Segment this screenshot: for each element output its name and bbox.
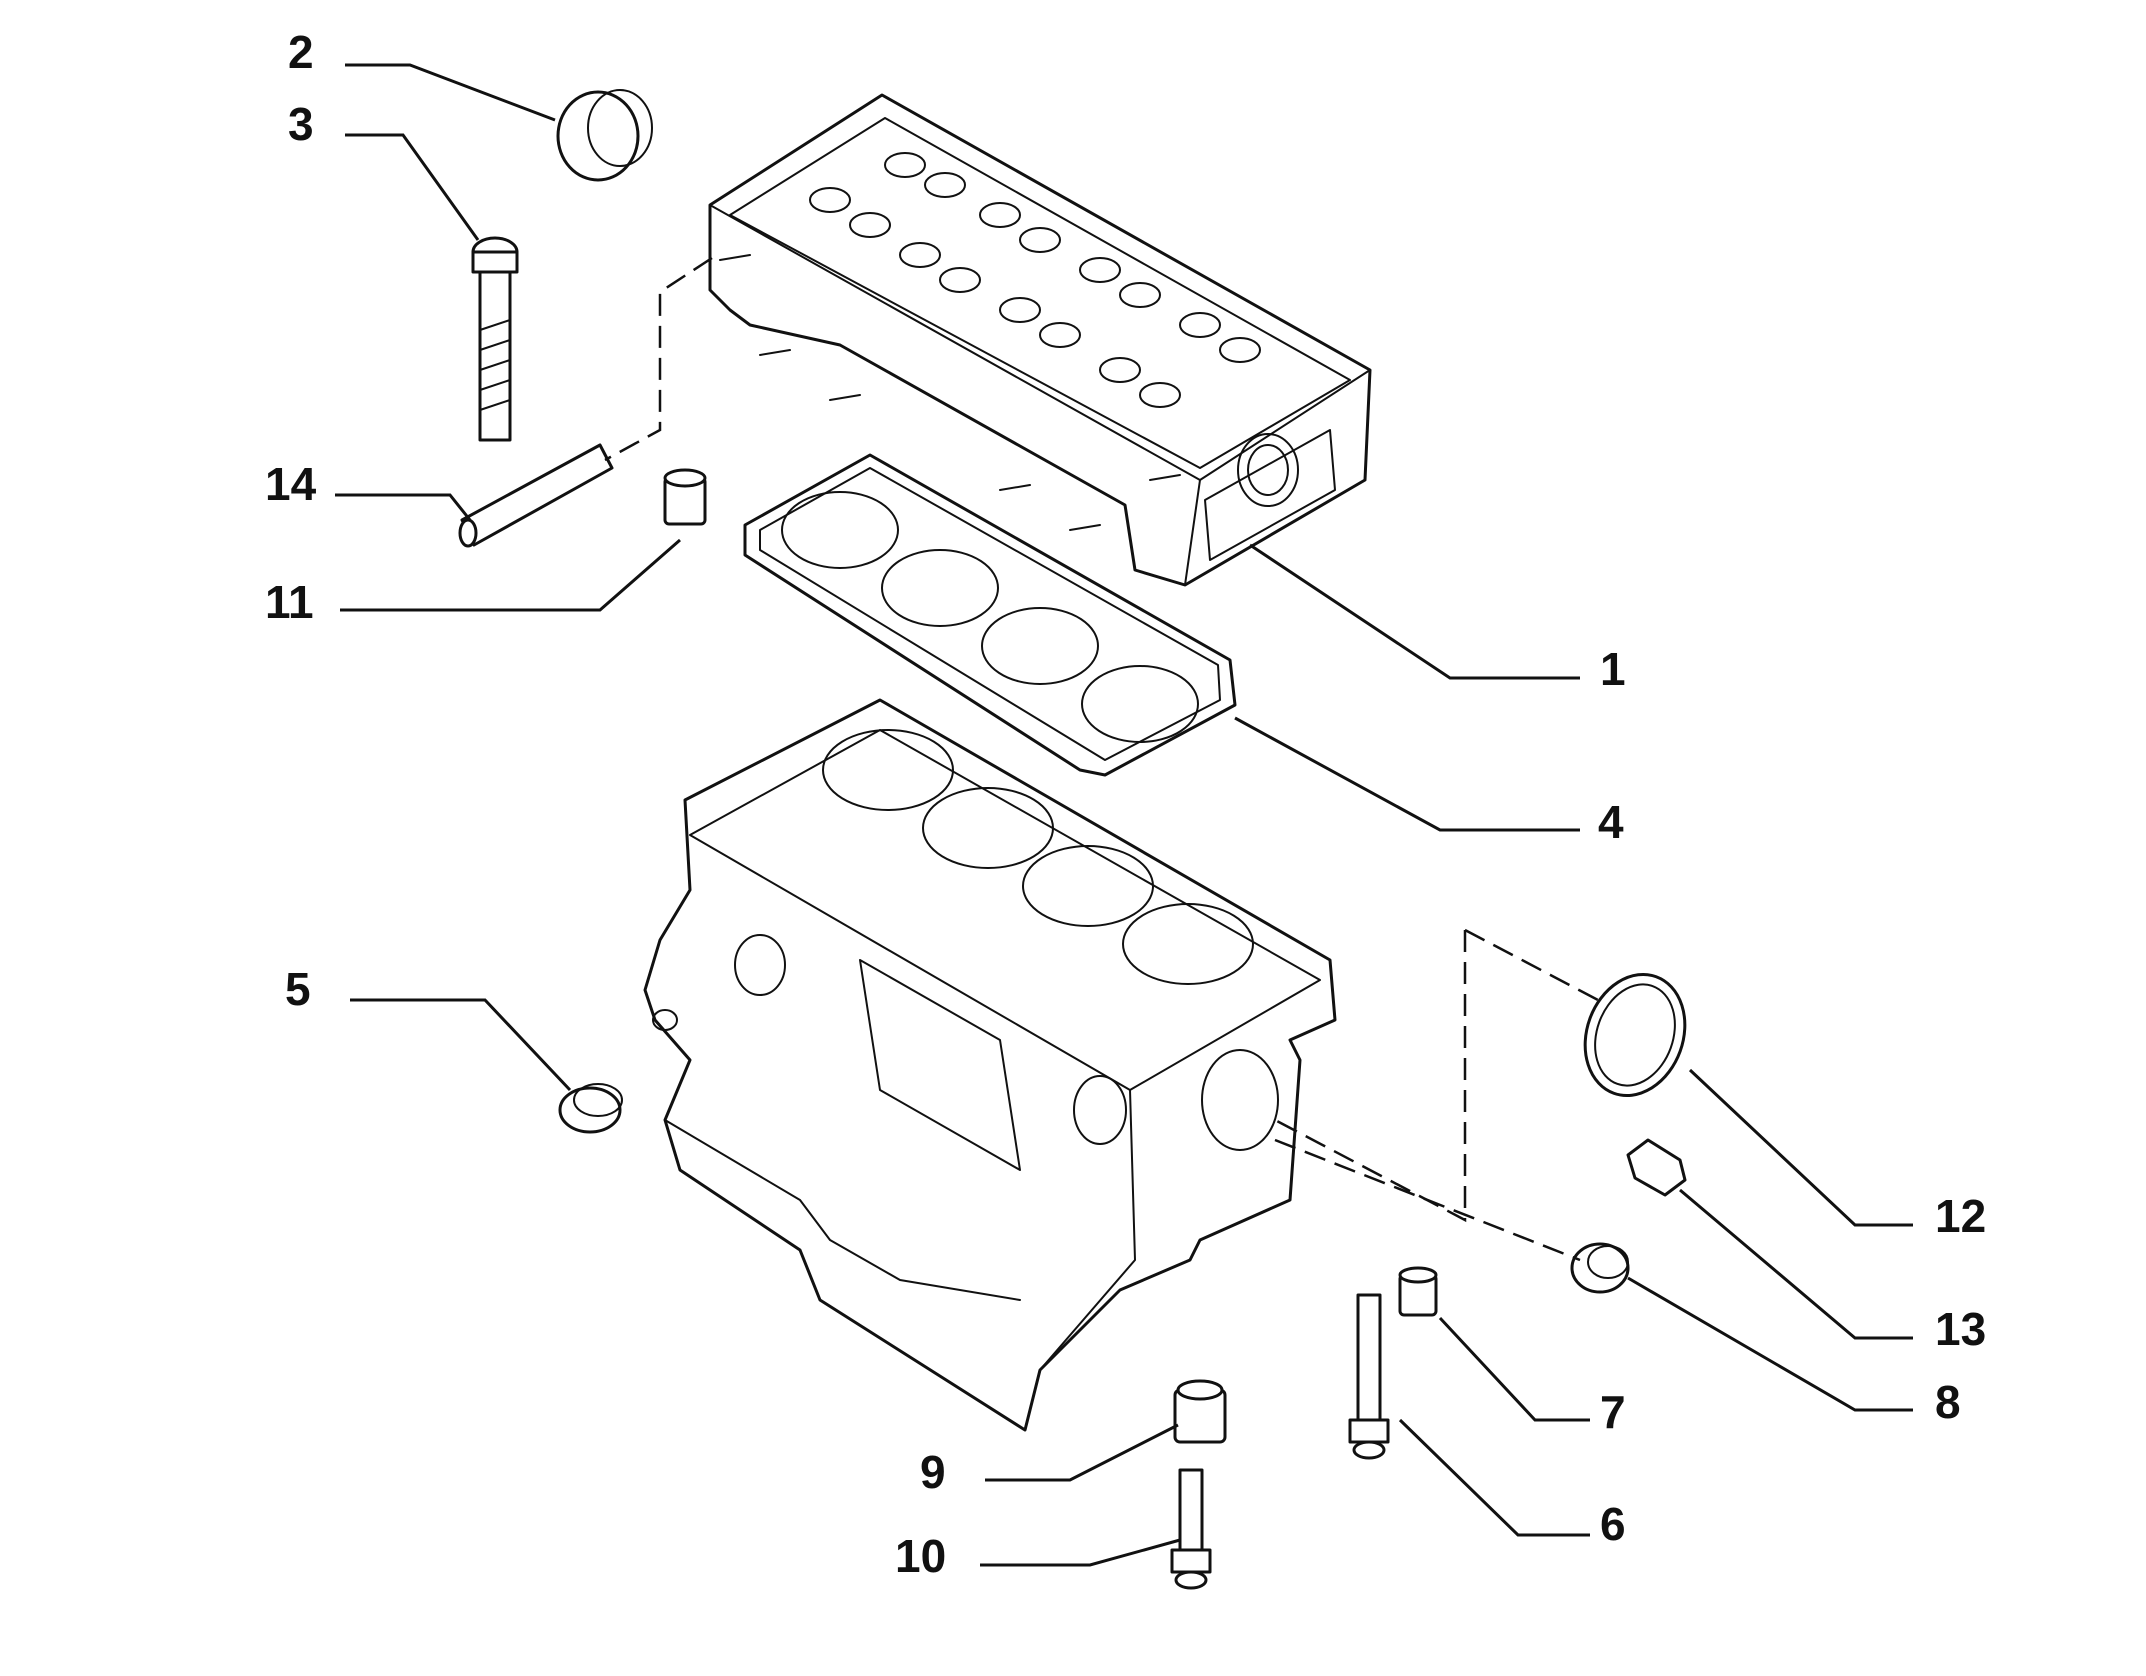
part-9-dowel: [1173, 1379, 1227, 1444]
assembly-lines: [604, 256, 1599, 1262]
callout-labels: 2 3 14 11 1 4 5 12 13 8 7 6 9 10: [265, 26, 1986, 1582]
part-3-head-bolt: [471, 236, 519, 442]
cylinder-head: [708, 93, 1372, 587]
callout-8: 8: [1935, 1376, 1961, 1428]
head-gasket: [743, 453, 1237, 777]
part-10-bolt: [1170, 1468, 1212, 1590]
part-6-bolt: [1348, 1293, 1390, 1460]
part-13-plug: [1626, 1138, 1687, 1197]
callout-11: 11: [265, 576, 314, 628]
part-14-stud: [458, 443, 614, 548]
callout-10: 10: [895, 1530, 946, 1582]
part-8-plug: [1570, 1242, 1630, 1294]
part-5-plug: [558, 1083, 623, 1134]
callout-12: 12: [1935, 1190, 1986, 1242]
callout-7: 7: [1600, 1386, 1626, 1438]
part-12-seal: [1583, 972, 1687, 1098]
callout-9: 9: [920, 1446, 946, 1498]
callout-3: 3: [288, 98, 314, 150]
leader-lines: [335, 63, 1913, 1567]
part-2-cap: [556, 89, 653, 182]
callout-13: 13: [1935, 1303, 1986, 1355]
callout-1: 1: [1600, 643, 1626, 695]
callout-4: 4: [1598, 796, 1624, 848]
callout-2: 2: [288, 26, 314, 78]
part-7-dowel: [1398, 1266, 1438, 1317]
part-11-dowel: [663, 468, 707, 526]
engine-block: [643, 698, 1337, 1432]
callout-6: 6: [1600, 1498, 1626, 1550]
callout-5: 5: [285, 963, 311, 1015]
callout-14: 14: [265, 458, 317, 510]
